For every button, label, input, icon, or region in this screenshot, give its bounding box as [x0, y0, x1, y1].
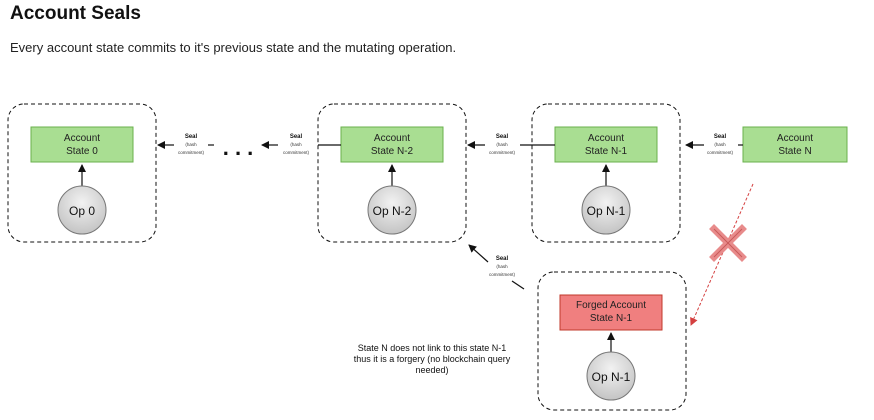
- account-state-0-line1: Account: [64, 133, 100, 144]
- account-state-n2-line2: State N-2: [371, 146, 414, 157]
- seal-sub2-n2-to-ellipsis: commitment): [283, 150, 310, 155]
- group-state-n2: [317, 103, 467, 243]
- op-n2-circle: [367, 185, 417, 235]
- seal-sub1-n1-to-n2: (hash: [496, 142, 508, 147]
- group-state-0: [7, 103, 157, 243]
- seal-link-forged-tail: [511, 280, 525, 290]
- forged-account-line1: Forged Account: [576, 300, 646, 311]
- forged-account-line2: State N-1: [590, 313, 633, 324]
- op-0-label: Op 0: [69, 204, 95, 218]
- op-0-circle: [57, 185, 107, 235]
- account-state-n1-line1: Account: [588, 133, 624, 144]
- forged-op-label: Op N-1: [592, 370, 631, 384]
- account-state-n-line1: Account: [777, 133, 813, 144]
- chain-ellipsis: . . .: [223, 135, 254, 160]
- account-state-n-box: [742, 126, 848, 163]
- account-state-n-line2: State N: [778, 146, 811, 157]
- group-state-n1: [531, 103, 681, 243]
- op-n1-circle: [581, 185, 631, 235]
- seal-sub2-ellipsis-to-0: commitment): [178, 150, 205, 155]
- forgery-note-line2: thus it is a forgery (no blockchain quer…: [354, 354, 511, 364]
- account-state-0-box: [30, 126, 134, 163]
- account-state-n2-box: [340, 126, 444, 163]
- seal-sub1-n-to-n1: (hash: [714, 142, 726, 147]
- seal-link-forged-to-n2-arrow: [468, 244, 489, 263]
- invalid-cross-icon: [709, 224, 747, 262]
- seal-sub2-n-to-n1: commitment): [707, 150, 734, 155]
- page-subtitle: Every account state commits to it's prev…: [10, 40, 457, 55]
- invalid-link-n-to-forged: [690, 183, 754, 326]
- op-n1-label: Op N-1: [587, 204, 626, 218]
- seal-label-n-to-n1: Seal: [714, 134, 727, 140]
- forged-op-circle: [586, 351, 636, 401]
- seal-label-forged-to-n2: Seal: [496, 256, 509, 262]
- forgery-note-line3: needed): [415, 365, 448, 375]
- forgery-note-line1: State N does not link to this state N-1: [358, 343, 507, 353]
- seal-label-ellipsis-to-0: Seal: [185, 134, 198, 140]
- seal-sub2-forged-to-n2: commitment): [489, 272, 516, 277]
- account-state-n1-box: [554, 126, 658, 163]
- forged-account-state-box: [559, 294, 663, 331]
- seal-label-n1-to-n2: Seal: [496, 134, 509, 140]
- seal-sub1-forged-to-n2: (hash: [496, 264, 508, 269]
- seal-sub2-n1-to-n2: commitment): [489, 150, 516, 155]
- account-state-0-line2: State 0: [66, 146, 98, 157]
- seal-label-n2-to-ellipsis: Seal: [290, 134, 303, 140]
- seal-sub1-n2-to-ellipsis: (hash: [290, 142, 302, 147]
- group-forged-state: [537, 271, 687, 411]
- account-state-n1-line2: State N-1: [585, 146, 628, 157]
- seal-sub1-ellipsis-to-0: (hash: [185, 142, 197, 147]
- op-n2-label: Op N-2: [373, 204, 412, 218]
- account-state-n2-line1: Account: [374, 133, 410, 144]
- page-title: Account Seals: [10, 3, 141, 24]
